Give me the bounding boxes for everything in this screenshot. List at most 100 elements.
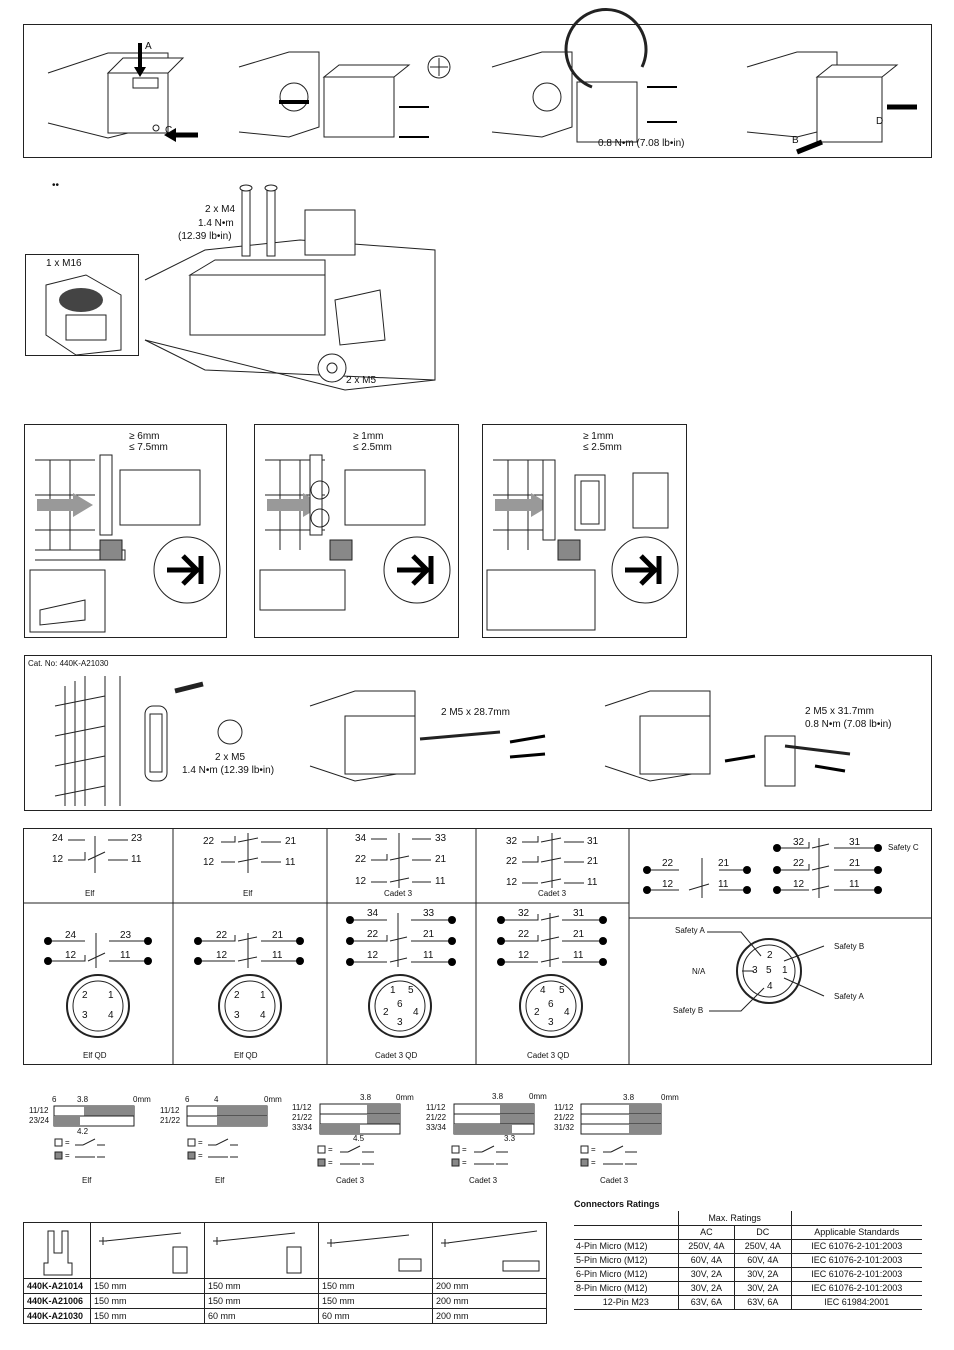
- term: 21: [272, 930, 284, 941]
- conduit-label: 1 x M16: [46, 258, 82, 269]
- scale: 6: [52, 1095, 57, 1104]
- legend-eq: =: [462, 1145, 467, 1154]
- row-label: 11/12: [554, 1103, 574, 1112]
- term: 12: [662, 879, 674, 890]
- timing-name: Cadet 3: [336, 1176, 365, 1185]
- conn-cell: 5-Pin Micro (M12): [574, 1253, 679, 1268]
- table-row: 440K-A21006 150 mm 150 mm 150 mm 200 mm: [23, 1293, 547, 1309]
- install-label-c: C: [165, 125, 173, 136]
- row-label: 21/22: [426, 1113, 447, 1122]
- term: 11: [120, 950, 131, 961]
- term: 21: [435, 854, 447, 865]
- legend-eq: =: [65, 1151, 70, 1160]
- pin: 3: [234, 1010, 240, 1021]
- row-label: 31/32: [554, 1123, 575, 1132]
- pic-col-3: [318, 1222, 433, 1279]
- gap-2-min: ≥ 1mm: [353, 431, 384, 442]
- term: 11: [423, 950, 434, 961]
- term: 12: [367, 950, 379, 961]
- term: 31: [573, 908, 585, 919]
- term: 32: [518, 908, 530, 919]
- scale: 3.8: [623, 1093, 635, 1102]
- conn-cell: 63V, 6A: [677, 1295, 735, 1310]
- wiring-name: Cadet 3 QD: [527, 1051, 570, 1060]
- cat-no: 440K-A21030: [23, 1308, 91, 1324]
- table-row: 4-Pin Micro (M12) 250V, 4A 250V, 4A IEC …: [574, 1239, 922, 1254]
- pin: 1: [782, 965, 788, 976]
- actuator-pic: [23, 1222, 91, 1279]
- screws-top-3: (12.39 lb•in): [178, 231, 232, 242]
- conn-cell: 60V, 4A: [677, 1253, 735, 1268]
- panel-screw3-b: 0.8 N•m (7.08 lb•in): [805, 719, 892, 730]
- pin: 5: [766, 965, 772, 976]
- timing-3: 3.8 0mm 11/12 21/22 33/34 4.5 = = Cadet …: [290, 1092, 415, 1192]
- scale: 3.8: [360, 1093, 372, 1102]
- legend-eq: =: [462, 1158, 467, 1167]
- gap-1-max: ≤ 7.5mm: [129, 442, 168, 453]
- dim-cell: 150 mm: [318, 1278, 433, 1294]
- dim-cell: 60 mm: [204, 1308, 319, 1324]
- timing-4: 3.8 0mm 11/12 21/22 33/34 3.3 = = Cadet …: [424, 1092, 549, 1192]
- dim-cell: 150 mm: [90, 1308, 205, 1324]
- panel-screw1-a: 2 x M5: [215, 752, 246, 763]
- conn-cell: IEC 61076-2-101:2003: [790, 1281, 922, 1296]
- scale: 0mm: [529, 1092, 547, 1101]
- pin: 4: [260, 1010, 266, 1021]
- legend-eq: =: [591, 1145, 596, 1154]
- install-label-a: A: [145, 41, 152, 52]
- pic-col-1: [90, 1222, 205, 1279]
- pin: 5: [559, 985, 565, 996]
- scale: 0mm: [396, 1093, 414, 1102]
- gap-2-max: ≤ 2.5mm: [353, 442, 392, 453]
- row-label: 11/12: [160, 1106, 180, 1115]
- scale: 3.8: [77, 1095, 89, 1104]
- wiring-name: Elf QD: [83, 1051, 107, 1060]
- panel-screw2: 2 M5 x 28.7mm: [441, 707, 510, 718]
- connectors-title: Connectors Ratings: [574, 1199, 660, 1209]
- pic-col-4: [432, 1222, 547, 1279]
- wiring-cell-4: 32 31 22 21 12 11 Cadet 3: [476, 828, 629, 903]
- qd-cell-4: 32 31 22 21 12 11 4 5 6 2 4 3 Cadet 3 QD: [476, 903, 629, 1065]
- pin: 5: [408, 985, 414, 996]
- term: 21: [573, 929, 585, 940]
- pin: 2: [767, 950, 773, 961]
- term: 22: [506, 856, 518, 867]
- row-label: 11/12: [292, 1103, 312, 1112]
- table-row: AC DC Applicable Standards: [574, 1225, 922, 1240]
- term: 22: [367, 929, 379, 940]
- screws-top-2: 1.4 N•m: [198, 218, 234, 229]
- pin: 2: [383, 1007, 389, 1018]
- term: 21: [587, 856, 599, 867]
- safety-label: Safety A: [834, 992, 864, 1001]
- conn-cell: IEC 61076-2-101:2003: [790, 1253, 922, 1268]
- pin: 1: [108, 990, 114, 1001]
- term: 32: [506, 836, 518, 847]
- term: 11: [849, 879, 860, 890]
- gap-panel-1: ≥ 6mm ≤ 7.5mm: [24, 424, 227, 638]
- install-step-2: [238, 51, 451, 138]
- term: 11: [285, 857, 296, 868]
- term: 31: [849, 837, 861, 848]
- scale: 3.8: [492, 1092, 504, 1101]
- safety-label: Safety B: [834, 942, 865, 951]
- timing-name: Elf: [215, 1176, 225, 1185]
- mounting-drawing: [144, 184, 436, 391]
- table-row: Max. Ratings: [574, 1211, 922, 1226]
- conn-cell: 4-Pin Micro (M12): [574, 1239, 679, 1254]
- wiring-name: Elf QD: [234, 1051, 258, 1060]
- timing-name: Cadet 3: [600, 1176, 629, 1185]
- term: 22: [203, 836, 215, 847]
- pin: 2: [234, 990, 240, 1001]
- timing-name: Elf: [82, 1176, 92, 1185]
- row-label: 23/24: [29, 1116, 50, 1125]
- wiring-grid: [23, 828, 932, 1065]
- conn-cell: 63V, 6A: [734, 1295, 792, 1310]
- timing-1: 6 3.8 0mm 11/12 23/24 4.2 = = Elf: [25, 1092, 151, 1192]
- safety-cell: 22 21 12 11 32 31 22 21 12 11 Safety C S…: [629, 828, 932, 1065]
- pin: 2: [534, 1007, 540, 1018]
- qd-cell-3: 34 33 22 21 12 11 1 5 6 2 4 3 Cadet 3 QD: [327, 903, 476, 1065]
- scale: 0mm: [133, 1095, 151, 1104]
- legend-eq: =: [198, 1151, 203, 1160]
- wiring-cell-3: 34 33 22 21 12 11 Cadet 3: [327, 828, 476, 903]
- pin: 6: [397, 999, 403, 1010]
